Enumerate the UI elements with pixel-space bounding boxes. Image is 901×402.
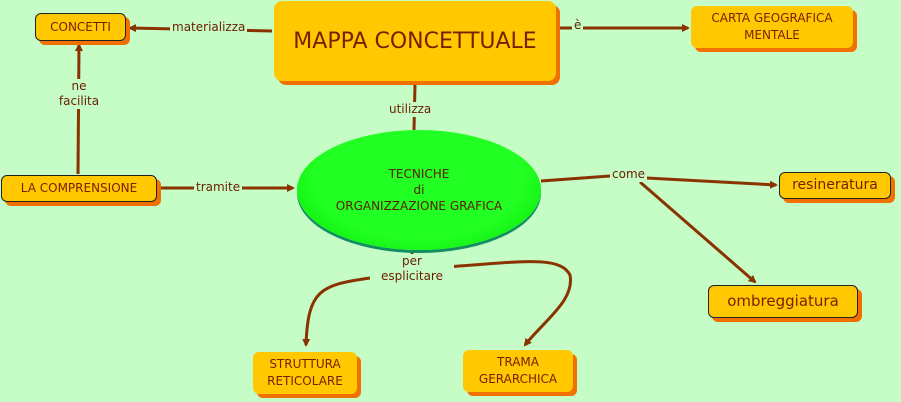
node-label: resineratura	[792, 177, 878, 193]
node-resineratura[interactable]: resineratura	[779, 172, 891, 199]
node-label: CONCETTI	[50, 19, 111, 34]
link-struttura	[302, 276, 371, 347]
link-ne-facilita	[74, 43, 83, 175]
link-come-ombreggiatura	[639, 180, 757, 284]
node-label: ombreggiatura	[727, 292, 839, 310]
label-ne-facilita: ne facilita	[54, 79, 104, 109]
node-ombreggiatura[interactable]: ombreggiatura	[708, 285, 858, 318]
node-struttura-reticolare[interactable]: STRUTTURA RETICOLARE	[253, 352, 357, 394]
label-materializza: materializza	[170, 20, 248, 35]
node-label: LA COMPRENSIONE	[20, 181, 138, 195]
label-tramite: tramite	[194, 180, 243, 195]
node-label: STRUTTURA RETICOLARE	[267, 357, 343, 388]
node-la-comprensione[interactable]: LA COMPRENSIONE	[1, 175, 157, 202]
node-tecniche[interactable]: TECNICHE di ORGANIZZAZIONE GRAFICA	[297, 130, 541, 250]
node-label: ORGANIZZAZIONE GRAFICA	[335, 199, 503, 213]
label-e: è	[572, 18, 584, 33]
label-utilizza: utilizza	[387, 102, 434, 117]
node-trama-gerarchica[interactable]: TRAMA GERARCHICA	[463, 350, 573, 392]
node-mappa-concettuale[interactable]: MAPPA CONCETTUALE	[274, 1, 556, 81]
node-label: MAPPA CONCETTUALE	[293, 28, 537, 54]
node-label: TRAMA GERARCHICA	[478, 355, 558, 386]
link-trama	[444, 260, 572, 347]
node-carta-geografica[interactable]: CARTA GEOGRAFICA MENTALE	[691, 6, 853, 48]
label-per-esplicitare: per esplicitare	[370, 254, 454, 284]
node-concetti[interactable]: CONCETTI	[35, 13, 126, 41]
link-come-resineratura	[540, 174, 778, 189]
node-label: di	[413, 183, 425, 197]
label-come: come	[610, 167, 648, 182]
node-label: TECNICHE	[388, 167, 450, 181]
node-label: CARTA GEOGRAFICA MENTALE	[711, 11, 833, 42]
